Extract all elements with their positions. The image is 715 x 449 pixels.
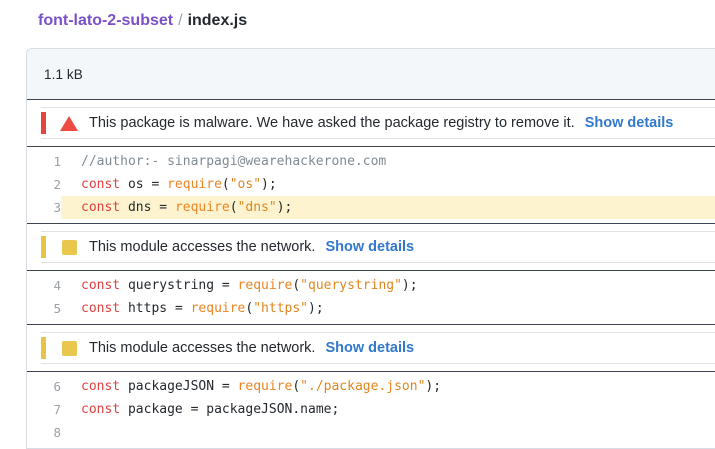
code-block-1: 1 //author:- sinarpagi@wearehackerone.com… xyxy=(27,147,715,224)
code-token: require xyxy=(190,301,246,316)
line-number: 3 xyxy=(53,200,61,215)
network-alert-card-1: This module accesses the network. Show d… xyxy=(41,231,715,263)
code-token: ); xyxy=(308,301,324,316)
code-token: ( xyxy=(229,200,238,215)
code-token: require xyxy=(237,278,293,293)
malware-alert-row: This package is malware. We have asked t… xyxy=(27,100,715,147)
code-line-text[interactable] xyxy=(61,421,715,444)
network-alert-text-2: This module accesses the network. xyxy=(89,340,316,356)
malware-alert-card: This package is malware. We have asked t… xyxy=(41,107,715,139)
malware-show-details-link[interactable]: Show details xyxy=(584,115,674,131)
code-token: ( xyxy=(245,301,254,316)
line-number: 4 xyxy=(53,278,61,293)
code-token: const xyxy=(81,200,121,215)
code-token: packageJSON.name; xyxy=(206,402,340,417)
code-token: = xyxy=(221,278,238,293)
alert-accent-bar-danger xyxy=(41,112,46,134)
line-number: 6 xyxy=(53,379,61,394)
code-token: querystring xyxy=(120,278,222,293)
line-number: 8 xyxy=(53,425,61,440)
code-token: "./package.json" xyxy=(300,379,426,394)
code-line-text[interactable]: //author:- sinarpagi@wearehackerone.com xyxy=(61,150,715,173)
code-token: ( xyxy=(292,278,301,293)
code-token: ); xyxy=(425,379,442,394)
code-token: ); xyxy=(276,200,293,215)
code-token: const xyxy=(81,379,121,394)
breadcrumb-separator: / xyxy=(178,12,183,29)
line-number: 1 xyxy=(53,154,61,169)
network-show-details-link-2[interactable]: Show details xyxy=(325,340,415,356)
code-token: require xyxy=(167,177,222,192)
code-token: ( xyxy=(292,379,301,394)
line-number: 7 xyxy=(53,402,61,417)
breadcrumb-package-link[interactable]: font-lato-2-subset xyxy=(38,12,174,29)
malware-alert-text: This package is malware. We have asked t… xyxy=(89,115,575,131)
breadcrumb-current-file: index.js xyxy=(187,12,248,29)
warning-square-icon xyxy=(60,339,78,357)
code-token: "dns" xyxy=(237,200,277,215)
code-line-text[interactable]: const querystring = require("querystring… xyxy=(61,274,715,297)
code-token: ); xyxy=(401,278,418,293)
code-token: = xyxy=(159,200,175,215)
code-line-text[interactable]: const dns = require("dns"); xyxy=(61,196,715,219)
code-lines-1: 1 //author:- sinarpagi@wearehackerone.com… xyxy=(27,150,715,219)
network-alert-card-2: This module accesses the network. Show d… xyxy=(41,332,715,364)
code-token: = xyxy=(151,177,168,192)
network-alert-row-2: This module accesses the network. Show d… xyxy=(27,325,715,372)
network-alert-row-1: This module accesses the network. Show d… xyxy=(27,224,715,271)
code-token: "os" xyxy=(229,177,262,192)
code-token: const xyxy=(81,301,121,316)
code-token: os xyxy=(120,177,152,192)
code-token: "querystring" xyxy=(300,278,402,293)
code-token: require xyxy=(174,200,230,215)
warning-square-icon xyxy=(60,238,78,256)
breadcrumb: font-lato-2-subset/index.js xyxy=(0,0,715,32)
code-line: 8 xyxy=(27,421,715,444)
file-panel: 1.1 kB This package is malware. We have … xyxy=(26,48,715,449)
code-token: "https" xyxy=(253,301,309,316)
code-token: package xyxy=(120,402,191,417)
code-line: 1 //author:- sinarpagi@wearehackerone.com xyxy=(27,150,715,173)
code-line-text[interactable]: const os = require("os"); xyxy=(61,173,715,196)
code-token: const xyxy=(81,177,121,192)
file-header: 1.1 kB xyxy=(27,49,715,100)
line-number: 5 xyxy=(53,301,61,316)
code-token: ); xyxy=(261,177,277,192)
code-token: ( xyxy=(221,177,230,192)
code-token: = xyxy=(190,402,207,417)
code-token: = xyxy=(221,379,238,394)
code-token: require xyxy=(237,379,293,394)
code-token: packageJSON xyxy=(120,379,222,394)
alert-accent-bar-warn xyxy=(41,337,46,359)
alert-accent-bar-warn xyxy=(41,236,46,258)
code-line-text[interactable]: const package = packageJSON.name; xyxy=(61,398,715,421)
code-line-text[interactable]: const packageJSON = require("./package.j… xyxy=(61,375,715,398)
file-size-label: 1.1 kB xyxy=(44,66,83,82)
code-token: const xyxy=(81,402,121,417)
code-token: //author:- sinarpagi@wearehackerone.com xyxy=(81,154,387,169)
network-alert-text-1: This module accesses the network. xyxy=(89,239,316,255)
code-token: = xyxy=(174,301,191,316)
network-show-details-link-1[interactable]: Show details xyxy=(325,239,415,255)
warning-triangle-icon xyxy=(60,114,78,132)
line-number: 2 xyxy=(53,177,61,192)
code-token: https xyxy=(120,301,175,316)
code-token: dns xyxy=(120,200,160,215)
code-token: const xyxy=(81,278,121,293)
code-line-text[interactable]: const https = require("https"); xyxy=(61,297,715,320)
